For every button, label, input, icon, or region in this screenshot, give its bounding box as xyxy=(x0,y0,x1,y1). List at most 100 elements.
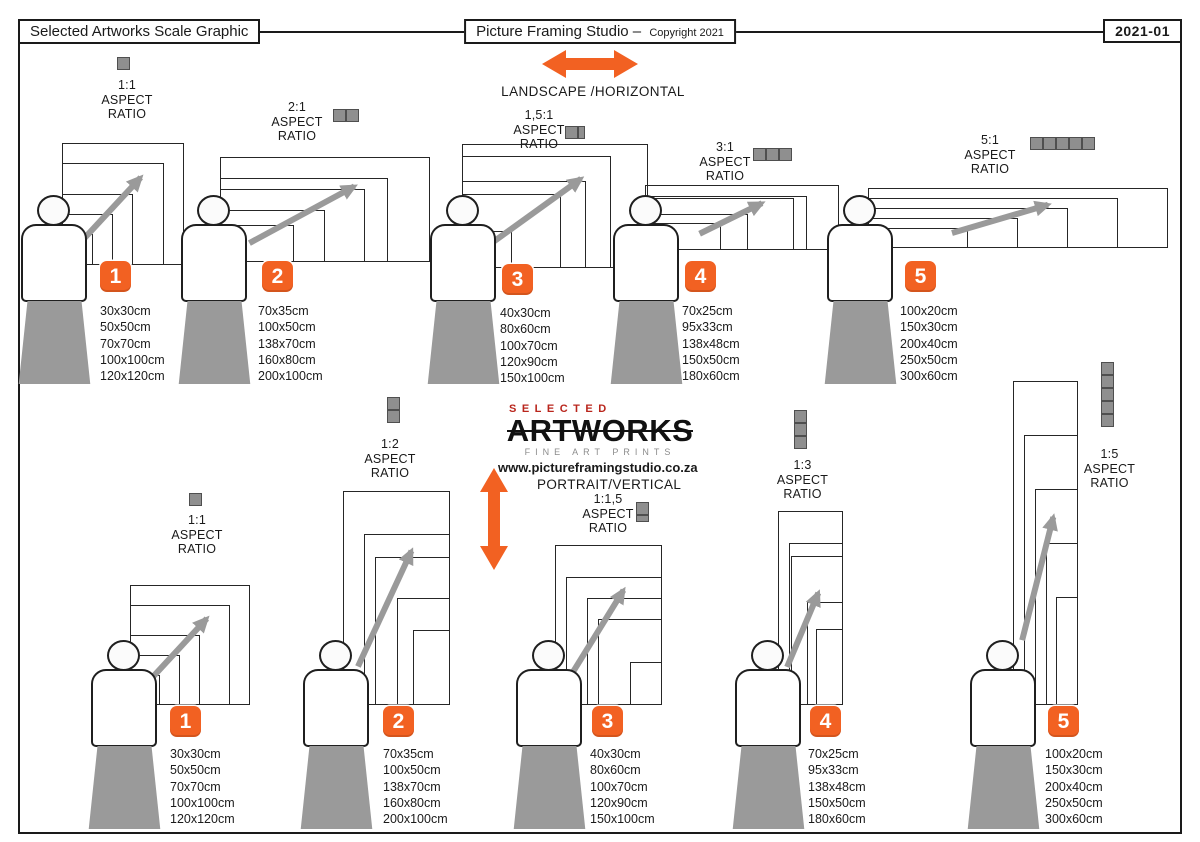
size-item: 138x48cm xyxy=(682,336,740,351)
portrait-ratio-icon-5 xyxy=(1101,362,1114,427)
size-item: 100x50cm xyxy=(383,763,441,778)
portrait-frame-stack-3 xyxy=(555,544,662,705)
size-item: 160x80cm xyxy=(258,352,316,367)
size-item: 70x35cm xyxy=(383,747,434,761)
person-head-icon xyxy=(107,640,140,671)
landscape-frame-stack-5 xyxy=(868,188,1168,248)
aspect-ratio-value: 1:3 xyxy=(793,458,812,472)
portrait-number-badge-2: 2 xyxy=(383,706,414,737)
size-item: 100x70cm xyxy=(590,779,648,794)
size-item: 150x30cm xyxy=(1045,763,1103,778)
portrait-ratio-icon-2 xyxy=(387,397,400,423)
person-lower-body xyxy=(967,746,1040,829)
ratio-unit-square xyxy=(1101,388,1114,401)
person-lower-body xyxy=(513,746,586,829)
portrait-frame-stack-2 xyxy=(343,491,450,705)
person-head-icon xyxy=(629,195,662,226)
aspect-label-word: RATIO xyxy=(588,521,628,535)
aspect-ratio-value: 1:2 xyxy=(381,437,399,451)
person-lower-body xyxy=(824,301,897,384)
aspect-ratio-value: 3:1 xyxy=(716,140,734,154)
landscape-person-figure-4 xyxy=(607,195,687,385)
aspect-label-word: ASPECT xyxy=(171,527,223,542)
ratio-unit-square xyxy=(387,410,400,423)
ratio-unit-square xyxy=(1101,414,1114,427)
size-item: 80x60cm xyxy=(500,322,551,337)
ratio-half-square xyxy=(578,126,585,139)
portrait-frame-stack-4 xyxy=(778,510,843,705)
ratio-unit-square xyxy=(1101,375,1114,388)
size-item: 138x70cm xyxy=(258,336,316,351)
size-item: 160x80cm xyxy=(383,795,441,810)
landscape-number-badge-2: 2 xyxy=(262,261,293,292)
landscape-direction-arrow-icon xyxy=(542,50,638,78)
aspect-ratio-value: 1:1 xyxy=(118,78,136,92)
person-lower-body xyxy=(732,746,805,829)
ratio-unit-square xyxy=(1030,137,1043,150)
studio-title-box: Picture Framing Studio – Copyright 2021 xyxy=(464,19,736,44)
ratio-half-square xyxy=(636,515,649,522)
brand-selected-text: SELECTED xyxy=(509,403,612,415)
ratio-unit-square xyxy=(1069,137,1082,150)
ratio-unit-square xyxy=(346,109,359,122)
size-item: 70x25cm xyxy=(808,747,859,761)
person-head-icon xyxy=(843,195,876,226)
person-head-icon xyxy=(319,640,352,671)
portrait-direction-arrow-icon xyxy=(480,468,508,570)
size-item: 50x50cm xyxy=(100,320,151,335)
doc-number: 2021-01 xyxy=(1115,23,1170,39)
aspect-ratio-value: 1:1 xyxy=(188,513,206,527)
size-item: 150x50cm xyxy=(808,795,866,810)
person-torso xyxy=(516,669,582,747)
size-item: 150x100cm xyxy=(590,812,655,827)
size-item: 120x90cm xyxy=(500,354,558,369)
aspect-label-word: ASPECT xyxy=(776,472,829,487)
ratio-unit-square xyxy=(753,148,766,161)
person-head-icon xyxy=(37,195,70,226)
person-lower-body xyxy=(178,301,251,384)
aspect-ratio-value: 2:1 xyxy=(288,100,306,114)
landscape-person-figure-1 xyxy=(15,195,95,385)
portrait-number-badge-4: 4 xyxy=(810,706,841,737)
size-item: 40x30cm xyxy=(590,747,641,761)
ratio-unit-square xyxy=(333,109,346,122)
doc-number-box: 2021-01 xyxy=(1103,19,1182,43)
size-item: 95x33cm xyxy=(682,320,733,335)
document-title-box: Selected Artworks Scale Graphic xyxy=(18,19,261,44)
frame-rect xyxy=(1013,381,1078,705)
aspect-label-word: ASPECT xyxy=(101,92,153,107)
scale-direction-arrow-icon xyxy=(1019,513,1059,641)
ratio-unit-square xyxy=(794,410,807,423)
portrait-person-figure-2 xyxy=(297,640,377,830)
landscape-ratio-icon-1 xyxy=(117,57,130,70)
size-item: 120x120cm xyxy=(170,812,235,827)
scale-direction-arrow-icon xyxy=(567,586,627,678)
person-head-icon xyxy=(751,640,784,671)
size-item: 100x100cm xyxy=(170,795,235,810)
aspect-label-word: RATIO xyxy=(277,129,317,143)
portrait-person-figure-4 xyxy=(729,640,809,830)
portrait-ratio-icon-1 xyxy=(189,493,202,506)
size-item: 150x50cm xyxy=(682,352,740,367)
size-item: 180x60cm xyxy=(682,369,740,384)
scale-direction-arrow-icon xyxy=(77,174,144,246)
ratio-unit-square xyxy=(636,502,649,515)
size-item: 200x40cm xyxy=(900,336,958,351)
portrait-person-figure-3 xyxy=(510,640,590,830)
size-item: 120x90cm xyxy=(590,795,648,810)
scale-direction-arrow-icon xyxy=(784,588,822,668)
portrait-person-figure-5 xyxy=(964,640,1044,830)
size-item: 138x70cm xyxy=(383,779,441,794)
person-head-icon xyxy=(986,640,1019,671)
person-torso xyxy=(303,669,369,747)
